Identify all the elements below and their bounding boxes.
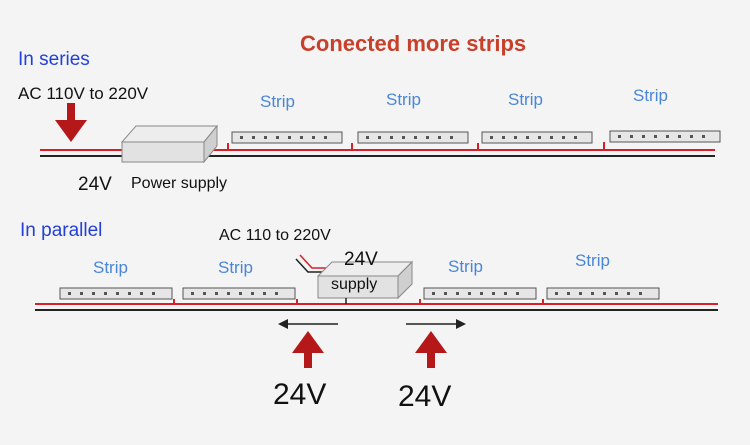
parallel-heading: In parallel [20, 220, 103, 241]
series-strip-4 [603, 130, 721, 150]
series-strip-3 [477, 131, 593, 150]
parallel-strip-4 [542, 287, 660, 304]
series-ac-label: AC 110V to 220V [18, 84, 149, 103]
parallel-left-input-arrow [292, 331, 324, 368]
parallel-left-direction-arrow [278, 319, 338, 329]
parallel-strip-label: Strip [218, 258, 253, 277]
parallel-strip-label: Strip [93, 258, 128, 277]
series-strip-2 [351, 131, 469, 150]
series-strip-label: Strip [260, 92, 295, 111]
series-power-supply-box [120, 124, 219, 164]
parallel-wires [35, 303, 718, 311]
parallel-strip-label: Strip [448, 257, 483, 276]
parallel-strip-3 [419, 287, 537, 304]
parallel-left-voltage: 24V [273, 378, 327, 411]
series-strip-1 [227, 131, 343, 150]
parallel-ac-lead [295, 254, 326, 273]
series-input-arrow [55, 103, 87, 142]
parallel-power-supply-box [316, 260, 414, 304]
parallel-strip-2 [182, 287, 298, 304]
parallel-right-direction-arrow [406, 319, 466, 329]
series-strip-label: Strip [386, 90, 421, 109]
diagram-title: Conected more strips [300, 31, 527, 56]
parallel-right-input-arrow [415, 331, 447, 368]
series-strip-label: Strip [508, 90, 543, 109]
series-strip-label: Strip [633, 86, 668, 105]
parallel-supply-voltage-label: 24V [344, 249, 378, 270]
series-voltage-label: 24V [78, 174, 112, 195]
parallel-ac-label: AC 110 to 220V [219, 227, 331, 244]
parallel-supply-label: supply [331, 276, 378, 293]
series-heading: In series [18, 49, 90, 70]
series-power-supply-label: Power supply [131, 175, 228, 192]
parallel-strip-1 [59, 287, 175, 304]
parallel-right-voltage: 24V [398, 380, 452, 413]
parallel-strip-label: Strip [575, 251, 610, 270]
